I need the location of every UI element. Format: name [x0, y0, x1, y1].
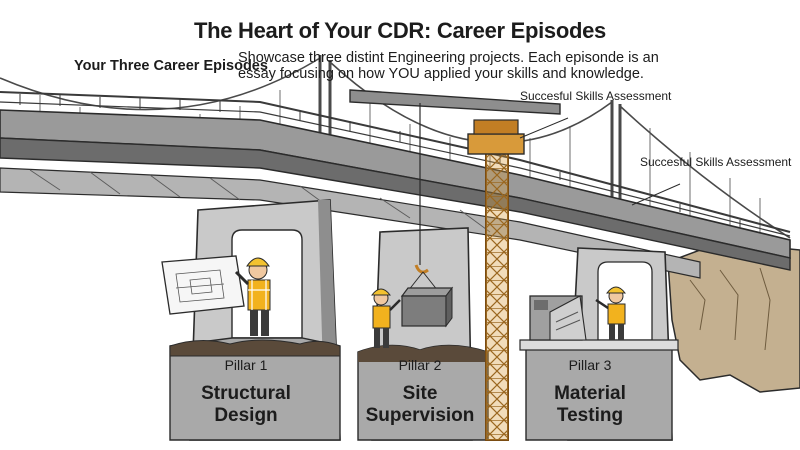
section-label: Your Three Career Episodes [74, 58, 268, 74]
worker-icon [370, 288, 401, 348]
subtitle: Showcase three distint Engineering proje… [238, 50, 659, 82]
crane-tower [349, 89, 561, 441]
lab-machine-icon [529, 295, 587, 341]
pillar-1-number: Pillar 1 [224, 357, 268, 373]
pillar-2-name: Site Supervision [365, 383, 475, 426]
callout-leader-2 [631, 183, 681, 206]
pillar-3-name: Material Testing [554, 383, 626, 426]
callout-skills-assessment-1: Succesful Skills Assessment [520, 89, 672, 103]
pillar-3-number: Pillar 3 [568, 357, 612, 373]
crane-hook-icon [414, 264, 429, 274]
worker-icon [234, 257, 271, 336]
pillar-1-name: Structural Design [201, 383, 291, 426]
pier-3 [519, 247, 679, 441]
callout-leader-1 [519, 117, 569, 139]
page-title: The Heart of Your CDR: Career Episodes [194, 18, 606, 43]
callout-skills-assessment-2: Succesful Skills Assessment [640, 155, 792, 169]
blueprint-icon [161, 255, 245, 315]
pillar-2-number: Pillar 2 [398, 357, 442, 373]
bridge-deck [0, 91, 791, 279]
concrete-block-icon [400, 286, 454, 328]
worker-icon [595, 286, 627, 340]
